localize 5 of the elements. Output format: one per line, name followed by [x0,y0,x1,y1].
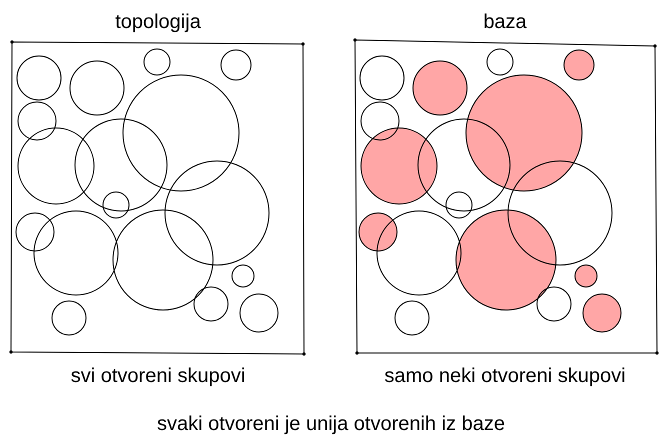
panel-caption: svi otvoreni skupovi [70,364,246,388]
panel-heading: baza [482,10,528,34]
summary-note: svaki otvoreni je unija otvorenih iz baze [156,412,506,436]
panel-heading: topologija [114,10,202,34]
panel-caption: samo neki otvoreni skupovi [383,364,627,388]
